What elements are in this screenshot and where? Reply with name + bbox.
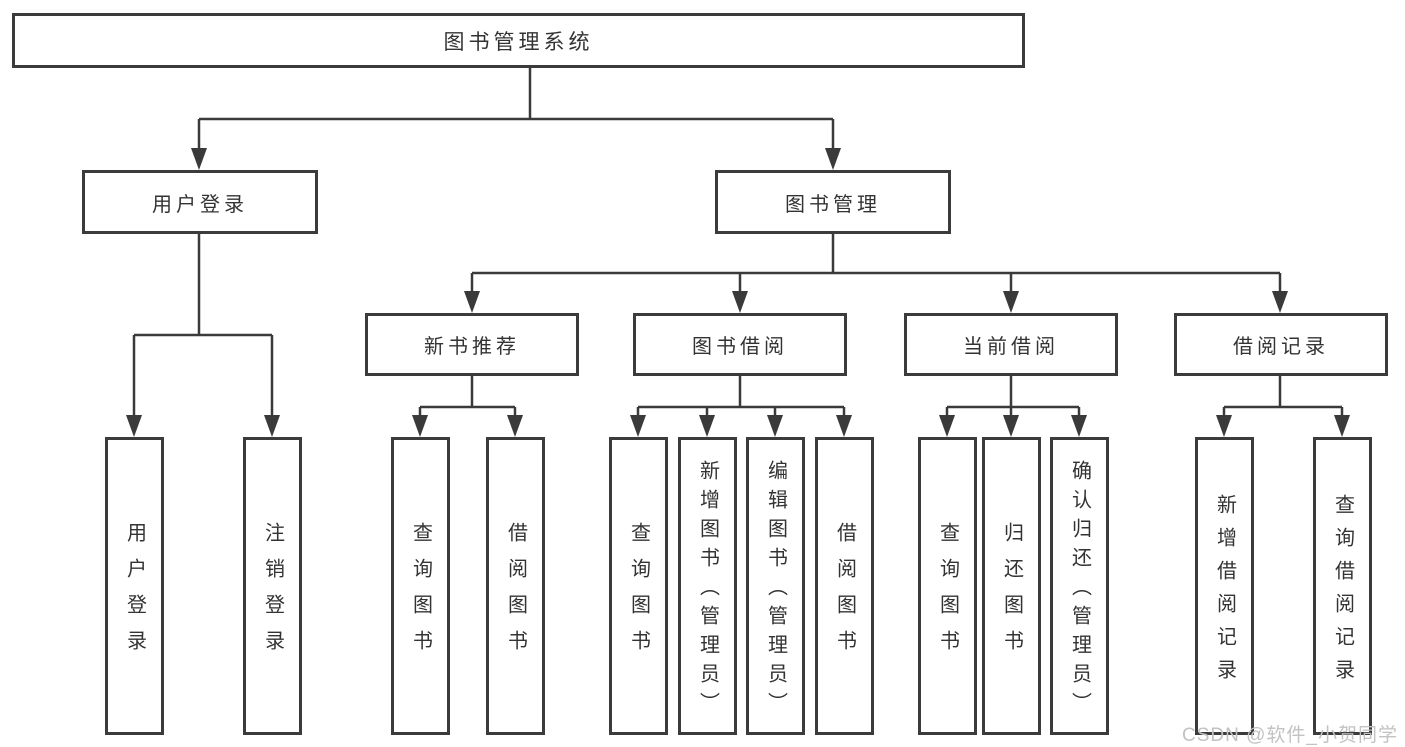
leaf-borrow-books-recommend: 借阅图书: [486, 437, 545, 735]
leaf-label: 新增借阅记录: [1213, 493, 1236, 692]
leaf-label: 注销登录: [261, 522, 284, 666]
leaf-add-books-admin: 新增图书（管理员）: [678, 437, 737, 735]
leaf-label: 查询图书: [936, 522, 959, 666]
leaf-edit-books-admin: 编辑图书（管理员）: [746, 437, 805, 735]
leaf-confirm-return-admin: 确认归还（管理员）: [1050, 437, 1109, 735]
node-user-login: 用户登录: [82, 170, 318, 234]
leaf-query-books-recommend: 查询图书: [391, 437, 450, 735]
leaf-user-login: 用户登录: [105, 437, 164, 735]
node-current-borrow: 当前借阅: [904, 313, 1118, 376]
leaf-add-borrow-record: 新增借阅记录: [1195, 437, 1254, 735]
leaf-label: 查询图书: [627, 522, 650, 666]
node-new-book-recommend: 新书推荐: [365, 313, 579, 376]
leaf-label: 查询图书: [409, 522, 432, 666]
csdn-watermark: CSDN @软件_小贺同学: [1182, 725, 1398, 746]
leaf-return-books: 归还图书: [982, 437, 1041, 735]
leaf-query-books-current: 查询图书: [918, 437, 977, 735]
leaf-borrow-books-borrow: 借阅图书: [815, 437, 874, 735]
leaf-label: 编辑图书（管理员）: [764, 460, 787, 721]
node-borrow-records: 借阅记录: [1174, 313, 1388, 376]
node-book-borrow: 图书借阅: [633, 313, 847, 376]
leaf-label: 查询借阅记录: [1331, 493, 1354, 692]
node-book-management: 图书管理: [715, 170, 951, 234]
node-library-system: 图书管理系统: [12, 13, 1025, 68]
leaf-label: 用户登录: [123, 522, 146, 666]
leaf-label: 新增图书（管理员）: [696, 460, 719, 721]
leaf-label: 借阅图书: [833, 522, 856, 666]
leaf-label: 确认归还（管理员）: [1068, 460, 1091, 721]
leaf-label: 借阅图书: [504, 522, 527, 666]
leaf-label: 归还图书: [1000, 522, 1023, 666]
leaf-query-borrow-record: 查询借阅记录: [1313, 437, 1372, 735]
leaf-query-books-borrow: 查询图书: [609, 437, 668, 735]
leaf-logout-login: 注销登录: [243, 437, 302, 735]
